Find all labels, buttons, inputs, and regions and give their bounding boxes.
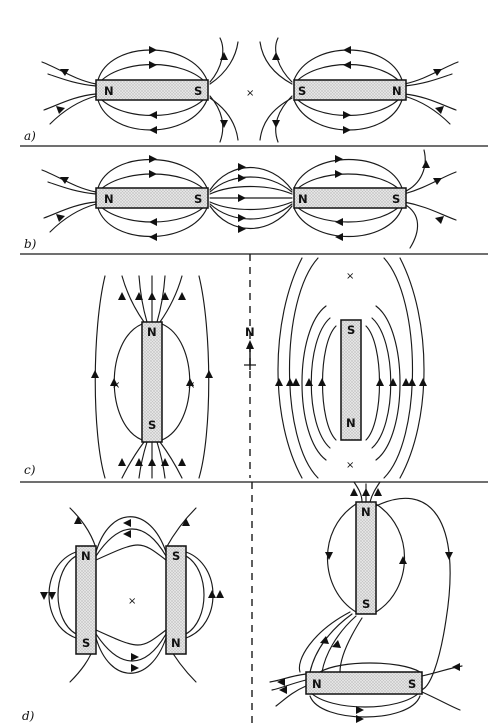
neutral-point-marker: × — [128, 596, 136, 607]
panel-label: a) — [24, 129, 36, 143]
panel-c-right-field-lines — [277, 257, 425, 479]
panel-c-left-arrows — [91, 292, 213, 466]
pole-label: S — [82, 636, 90, 650]
panel-b-arrows — [56, 155, 444, 241]
neutral-point-marker: × — [346, 271, 354, 282]
panel-a-magnet-left — [95, 79, 209, 101]
panel-c-magnet-right — [340, 319, 362, 441]
pole-label: N — [147, 325, 157, 339]
pole-label: S — [362, 597, 370, 611]
neutral-point-marker: × — [346, 460, 354, 471]
pole-label: S — [148, 418, 156, 432]
panel-b-field-lines — [41, 149, 457, 249]
panel-b-magnet-right — [293, 187, 407, 209]
neutral-point-marker: × — [187, 380, 195, 391]
panel-d-right-field-lines — [269, 481, 463, 718]
panel-d: N S S N × — [22, 481, 463, 728]
panel-d-right-arrows — [277, 488, 460, 723]
pole-label: N — [312, 677, 322, 691]
panel-c-magnet-left — [141, 321, 163, 443]
compass-north-label: N — [245, 325, 255, 339]
pole-label: N — [298, 192, 308, 206]
panel-label: b) — [24, 237, 37, 251]
panel-a: N S S N × a) — [24, 37, 459, 143]
panel-label: d) — [22, 709, 35, 723]
pole-label: S — [392, 192, 400, 206]
pole-label: S — [194, 192, 202, 206]
panel-c-right-arrows — [275, 378, 427, 386]
pole-label: N — [81, 549, 91, 563]
panel-label: c) — [24, 463, 36, 477]
compass-needle: N — [244, 325, 256, 370]
pole-label: S — [194, 84, 202, 98]
pole-label: N — [346, 416, 356, 430]
neutral-point-marker: × — [112, 380, 120, 391]
panel-d-magnet-middle — [165, 545, 187, 655]
panel-d-magnet-left — [75, 545, 97, 655]
panel-a-arrows — [56, 46, 444, 134]
panel-c: N S × × N — [24, 254, 427, 479]
panel-d-left-arrows — [40, 516, 224, 672]
pole-label: N — [171, 636, 181, 650]
pole-label: S — [347, 323, 355, 337]
pole-label: N — [392, 84, 402, 98]
neutral-point-marker: × — [246, 88, 254, 99]
pole-label: N — [104, 84, 114, 98]
pole-label: N — [104, 192, 114, 206]
panel-b-magnet-left — [95, 187, 209, 209]
panel-b: N S N S b) — [24, 149, 457, 251]
panel-d-magnet-right-vertical — [355, 501, 377, 615]
pole-label: N — [361, 505, 371, 519]
pole-label: S — [408, 677, 416, 691]
panel-a-magnet-right — [293, 79, 407, 101]
pole-label: S — [172, 549, 180, 563]
pole-label: S — [298, 84, 306, 98]
panel-d-magnet-right-horizontal — [305, 671, 423, 695]
